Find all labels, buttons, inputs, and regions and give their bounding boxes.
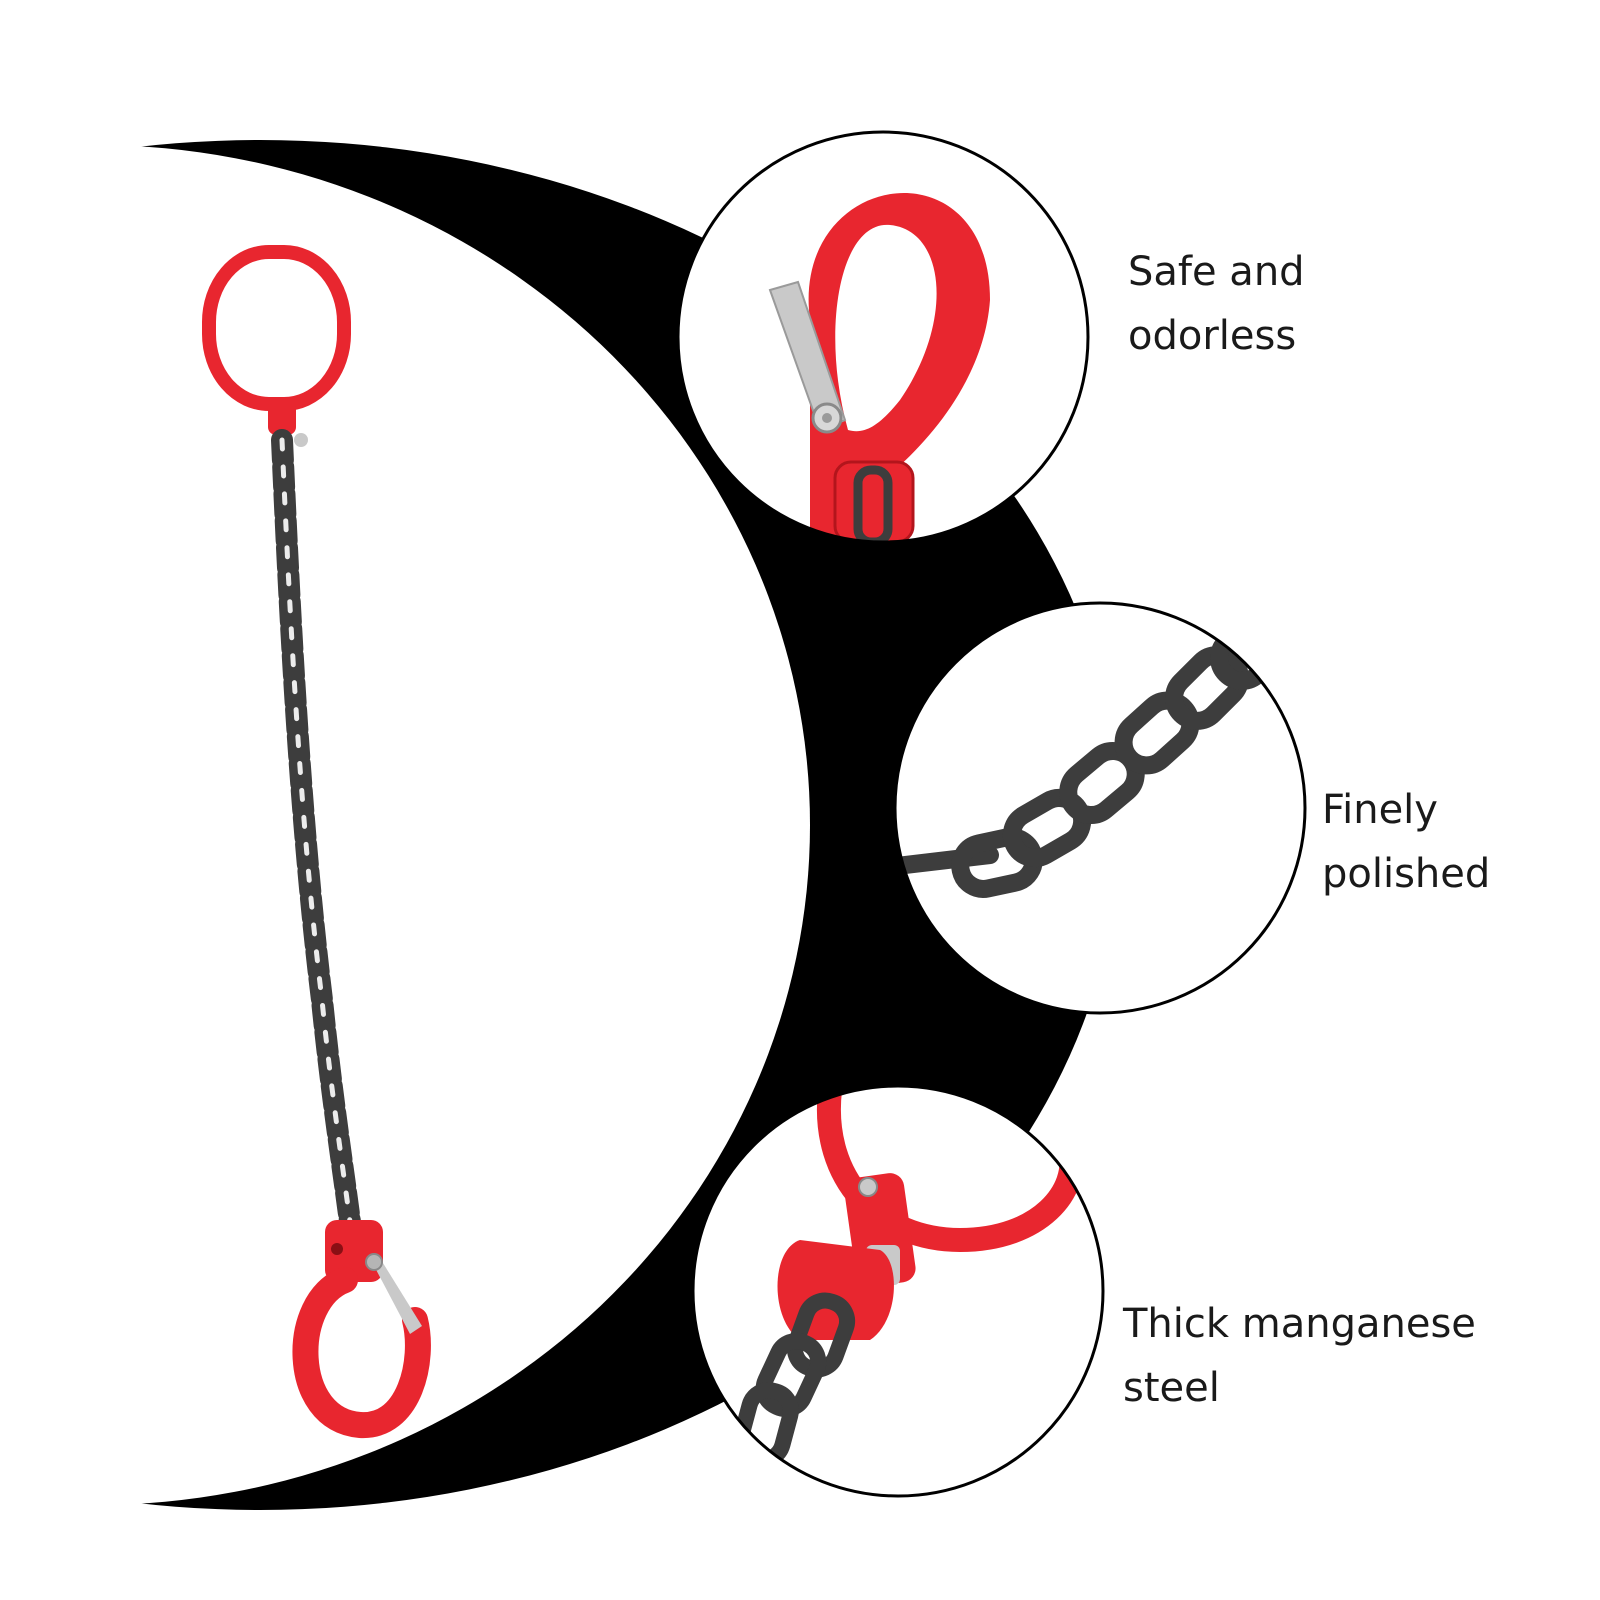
feature-label-line: polished: [1322, 851, 1491, 897]
top-connector-icon: [268, 397, 296, 435]
feature-label-thick-manganese-steel: Thick manganese steel: [1123, 1292, 1476, 1420]
feature-label-line: steel: [1123, 1365, 1220, 1411]
detail-circle-hook: [676, 130, 1090, 544]
feature-label-line: odorless: [1128, 313, 1297, 359]
feature-label-line: Thick manganese: [1123, 1301, 1476, 1347]
bottom-hook-icon: [292, 1220, 431, 1438]
feature-label-finely-polished: Finely polished: [1322, 778, 1490, 906]
feature-label-line: Finely: [1322, 787, 1438, 833]
chain-sling-product-icon: [202, 245, 431, 1438]
feature-label-safe-odorless: Safe and odorless: [1128, 240, 1305, 368]
detail-circle-coupler: [691, 1084, 1105, 1498]
feature-label-line: Safe and: [1128, 249, 1305, 295]
